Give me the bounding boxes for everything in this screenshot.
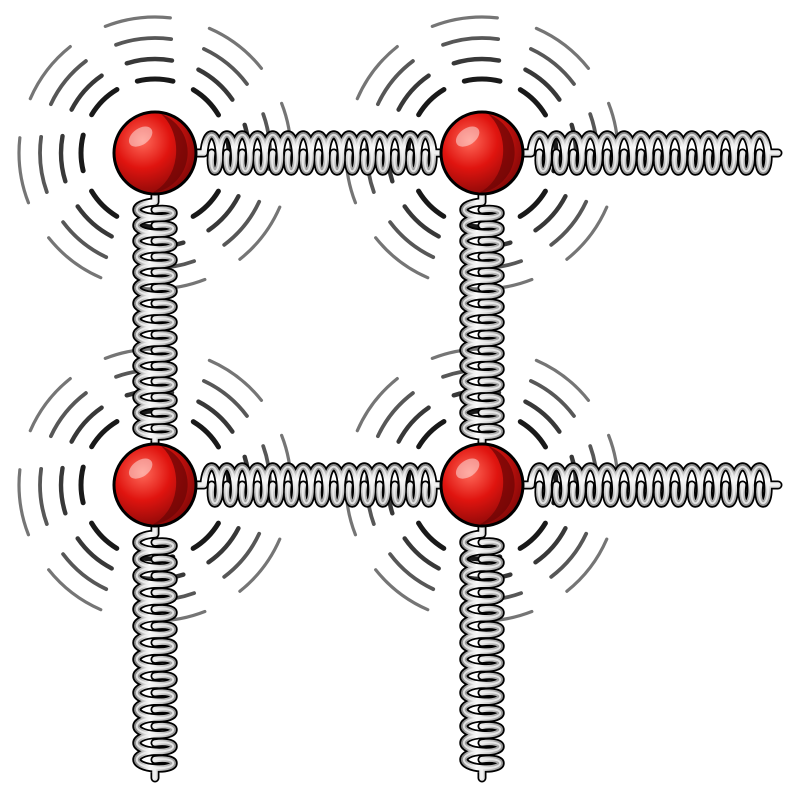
spring-highlight xyxy=(462,523,502,779)
spring-highlight xyxy=(462,191,502,447)
spring xyxy=(516,130,783,176)
atom-highlight xyxy=(128,458,153,479)
atom xyxy=(439,442,525,528)
atom-highlight xyxy=(128,126,153,147)
atom xyxy=(112,442,198,528)
atom-shadow xyxy=(477,446,515,526)
spring-highlight xyxy=(135,191,175,447)
atom-highlight xyxy=(455,126,480,147)
spring-highlight xyxy=(193,133,444,173)
atom-shadow xyxy=(477,114,515,194)
spring-highlight xyxy=(520,133,779,173)
spring xyxy=(189,130,448,176)
springs-layer xyxy=(132,130,783,783)
spring-highlight xyxy=(135,523,175,779)
atoms-layer xyxy=(112,110,525,528)
spring-highlight xyxy=(193,465,444,505)
spring xyxy=(132,187,178,451)
spring-highlight xyxy=(520,465,779,505)
spring xyxy=(189,462,448,508)
atom xyxy=(439,110,525,196)
spring xyxy=(516,462,783,508)
spring xyxy=(459,519,505,783)
atom-shadow xyxy=(150,114,188,194)
spring xyxy=(132,519,178,783)
atom-highlight xyxy=(455,458,480,479)
atom xyxy=(112,110,198,196)
vibration-rings-layer xyxy=(17,15,620,623)
spring xyxy=(459,187,505,451)
atom-shadow xyxy=(150,446,188,526)
